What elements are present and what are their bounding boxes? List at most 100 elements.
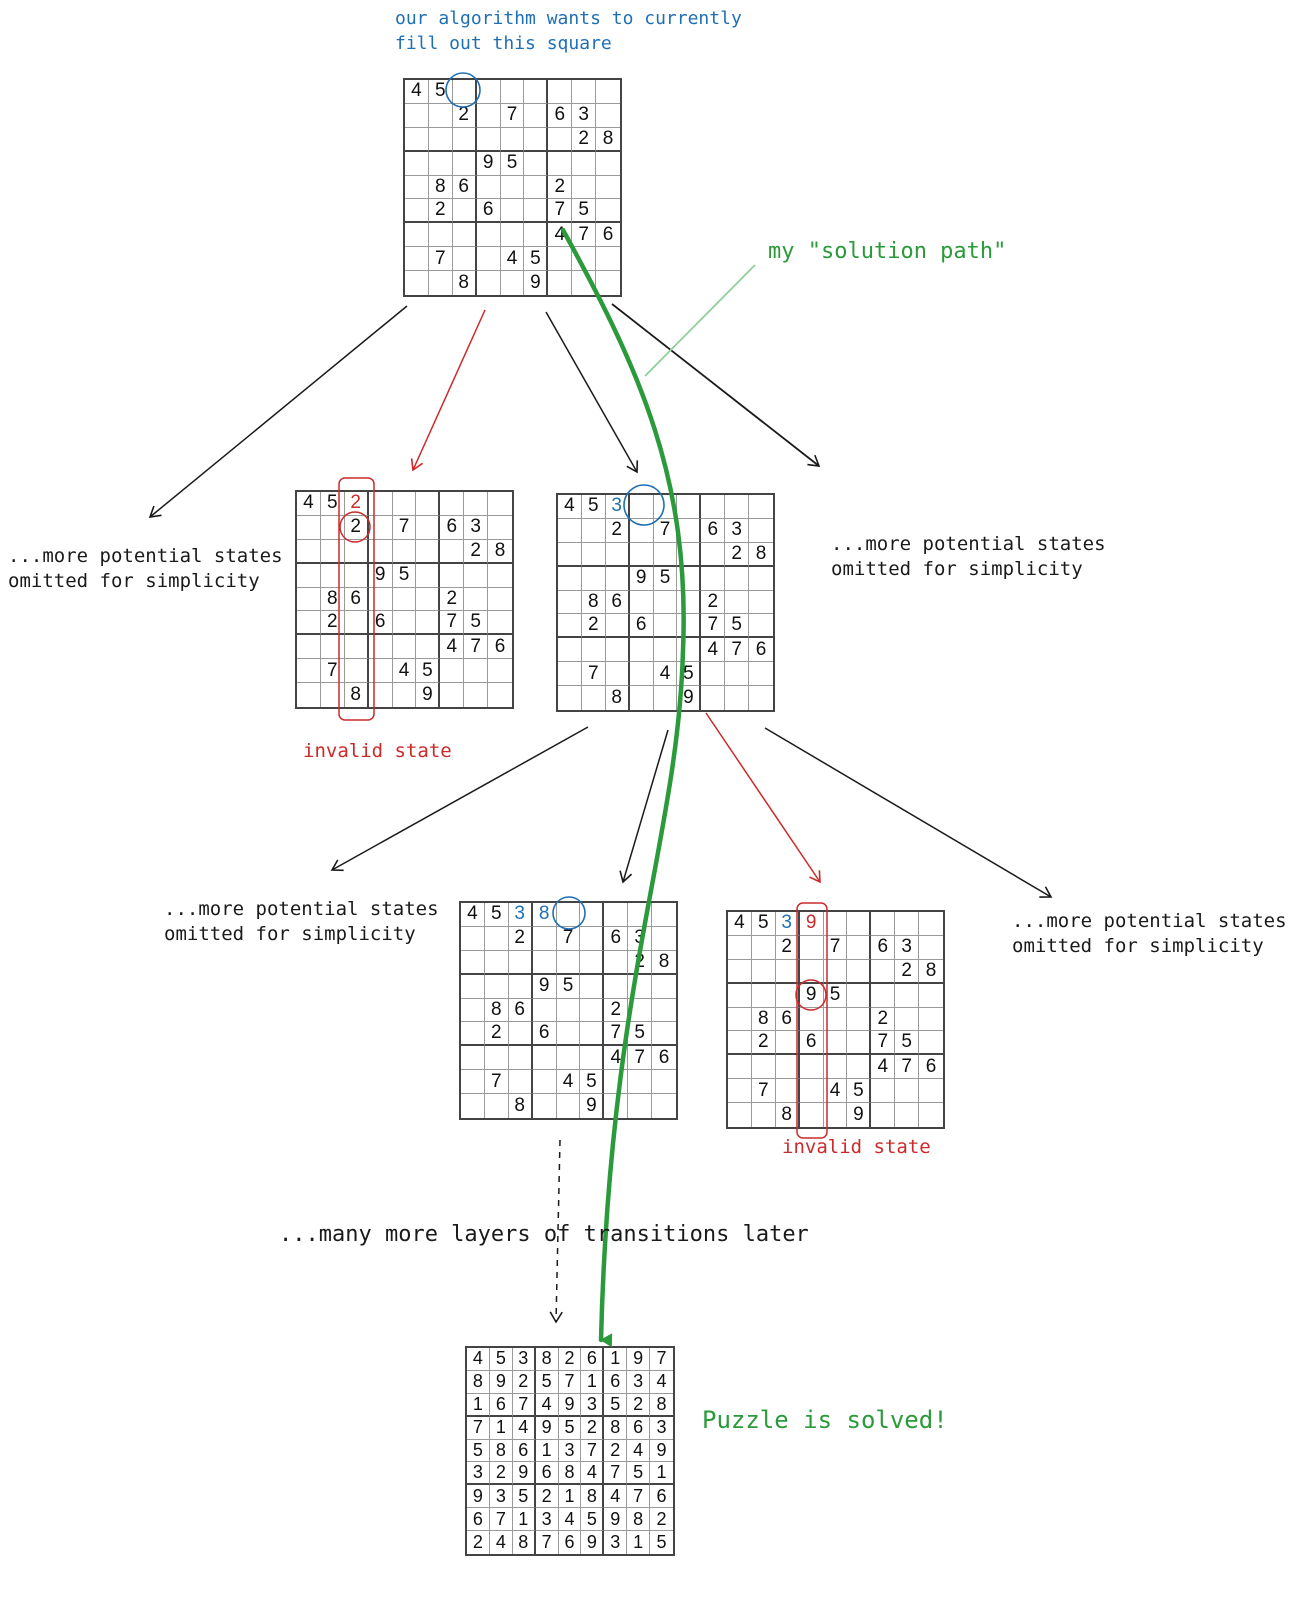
target-square-circle-branch3 [623,484,665,526]
sudoku-cell: 9 [512,1462,536,1486]
sudoku-cell [416,492,441,516]
sudoku-cell [344,563,369,588]
sudoku-cell [652,1022,676,1047]
sudoku-cell: 5 [895,1031,920,1056]
sudoku-cell [871,983,896,1008]
sudoku-cell: 5 [823,983,848,1008]
sudoku-cell [297,587,321,612]
sudoku-cell: 9 [524,271,549,295]
solution-path [560,227,686,1348]
sudoku-cell [751,1055,776,1080]
sudoku-cell [628,1094,653,1118]
sudoku-cell [701,566,726,591]
sudoku-cell [440,683,465,707]
sudoku-cell [416,563,441,588]
sudoku-cell: 7 [392,515,417,540]
sudoku-cell [749,495,773,519]
sudoku-cell: 3 [512,1348,536,1371]
sudoku-cell [548,247,573,272]
sudoku-cell [405,199,429,224]
sudoku-cell [871,959,896,984]
sudoku-cell [596,199,620,224]
sudoku-cell: 3 [467,1462,490,1486]
sudoku-cell [464,563,489,588]
sudoku-cell [605,614,630,639]
sudoku-cell [677,542,702,567]
sudoku-cell [532,1046,557,1071]
sudoku-cell [488,659,512,684]
sudoku-cell [484,974,509,999]
sudoku-cell [572,151,597,176]
sudoku-cell [823,912,848,936]
sudoku-cell [405,151,429,176]
sudoku-cell [464,587,489,612]
sudoku-cell: 9 [558,1393,582,1417]
sudoku-cell: 7 [871,1031,896,1056]
sudoku-cell [775,1055,800,1080]
sudoku-cell: 7 [440,611,465,636]
sudoku-cell: 3 [605,495,630,519]
sudoku-cell [823,1031,848,1056]
sudoku-cell [596,176,620,200]
sudoku-cell: 7 [627,1485,651,1509]
sudoku-cell [297,563,321,588]
sudoku-cell [572,175,597,200]
sudoku-cell: 5 [653,566,678,591]
sudoku-cell: 3 [650,1417,673,1440]
transition-arrow [545,311,639,474]
sudoku-cell [556,950,581,975]
sudoku-cell [572,80,597,104]
sudoku-cell [532,1070,557,1095]
sudoku-cell: 2 [452,103,477,128]
sudoku-cell: 4 [297,492,321,516]
sudoku-cell [368,635,393,660]
sudoku-cell: 7 [725,638,750,663]
sudoku-cell [452,151,477,176]
target-square-circle-root [445,72,481,108]
sudoku-cell [484,1046,509,1071]
sudoku-cell [871,912,896,936]
sudoku-cell [628,998,653,1023]
sudoku-cell: 5 [556,974,581,999]
sudoku-cell: 9 [532,974,557,999]
sudoku-cell: 6 [488,635,512,660]
sudoku-cell: 1 [467,1393,490,1417]
sudoku-cell [392,587,417,612]
sudoku-cell: 2 [489,1462,513,1486]
sudoku-cell [392,635,417,660]
sudoku-cell [572,271,597,295]
sudoku-cell: 8 [513,1531,536,1554]
sudoku-cell [488,492,512,516]
sudoku-cell [524,80,549,104]
sudoku-cell [652,975,676,999]
sudoku-cell [701,495,726,519]
sudoku-cell [476,247,501,272]
sudoku-cell: 7 [500,103,525,128]
sudoku-cell: 7 [464,635,489,660]
sudoku-cell: 9 [847,1103,872,1127]
sudoku-cell: 5 [558,1416,582,1440]
sudoku-cell: 6 [650,1485,673,1509]
sudoku-cell: 2 [581,614,606,639]
sudoku-cell [629,542,654,567]
sudoku-cell [428,127,453,152]
solved-label: Puzzle is solved! [702,1406,948,1434]
sudoku-cell: 6 [605,590,630,615]
sudoku-cell [652,999,676,1023]
transition-arrow [764,727,1053,898]
sudoku-cell [428,151,453,176]
sudoku-cell: 4 [728,912,752,936]
sudoku-cell: 2 [512,1370,536,1394]
sudoku-cell [895,1007,920,1032]
sudoku-cell [701,662,726,687]
sudoku-cell: 6 [489,1393,513,1417]
sudoku-cell: 7 [512,1393,536,1417]
sudoku-cell: 6 [652,1046,676,1071]
sudoku-cell [320,539,345,564]
sudoku-cell [580,1046,605,1071]
sudoku-cell [556,1046,581,1071]
